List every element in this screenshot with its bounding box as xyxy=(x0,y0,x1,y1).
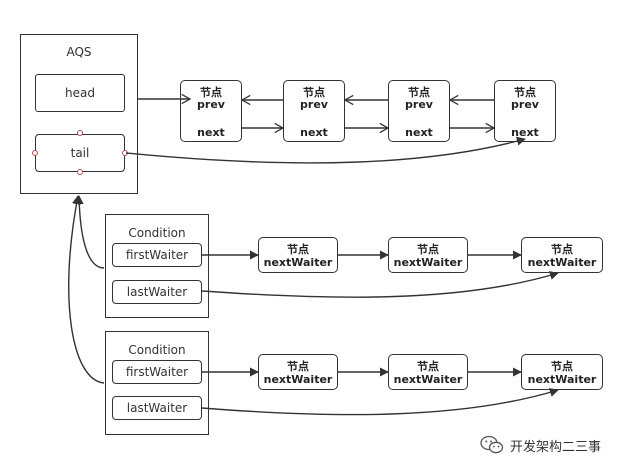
sync-node-title: 节点 xyxy=(514,86,536,99)
condition-node: 节点 nextWaiter xyxy=(521,354,603,390)
condition-title: Condition xyxy=(128,343,186,357)
sync-node: 节点 prev next xyxy=(388,80,450,142)
condition-node-field: nextWaiter xyxy=(263,373,333,386)
sync-node-title: 节点 xyxy=(303,86,325,99)
sync-node-next: next xyxy=(197,126,225,139)
condition-node: 节点 nextWaiter xyxy=(258,354,338,390)
aqs-tail-field: tail xyxy=(35,134,125,172)
watermark-text: 开发架构二三事 xyxy=(510,439,602,455)
wechat-icon xyxy=(480,435,504,454)
first-waiter-field: firstWaiter xyxy=(112,243,202,267)
condition-node-title: 节点 xyxy=(551,360,573,373)
sync-node-prev: prev xyxy=(511,98,539,111)
condition-node-title: 节点 xyxy=(417,360,439,373)
sync-node-next: next xyxy=(300,126,328,139)
first-waiter-field: firstWaiter xyxy=(112,360,202,384)
sync-node: 节点 prev next xyxy=(283,80,345,142)
condition-node-field: nextWaiter xyxy=(263,256,333,269)
tail-handle-top xyxy=(77,130,83,136)
condition-node-field: nextWaiter xyxy=(527,373,597,386)
condition-node: 节点 nextWaiter xyxy=(388,354,468,390)
condition-node-title: 节点 xyxy=(417,243,439,256)
sync-node-next: next xyxy=(511,126,539,139)
condition-to-aqs-arrow xyxy=(74,195,105,269)
condition-node-field: nextWaiter xyxy=(393,256,463,269)
sync-node-title: 节点 xyxy=(200,86,222,99)
tail-handle-bottom xyxy=(77,169,83,175)
last-waiter-arrow xyxy=(201,388,559,416)
sync-node-prev: prev xyxy=(405,98,433,111)
sync-node-prev: prev xyxy=(197,98,225,111)
condition-to-aqs-arrow xyxy=(68,195,105,384)
condition-node-title: 节点 xyxy=(287,360,309,373)
watermark: 开发架构二三事 xyxy=(480,434,601,456)
sync-node: 节点 prev next xyxy=(180,80,242,142)
sync-node-next: next xyxy=(405,126,433,139)
condition-node-title: 节点 xyxy=(551,243,573,256)
tail-arrow xyxy=(125,136,526,164)
condition-node-title: 节点 xyxy=(287,243,309,256)
condition-node-field: nextWaiter xyxy=(393,373,463,386)
sync-node-title: 节点 xyxy=(408,86,430,99)
last-waiter-field: lastWaiter xyxy=(112,280,202,304)
aqs-title: AQS xyxy=(66,45,92,59)
condition-title: Condition xyxy=(128,226,186,240)
aqs-head-field: head xyxy=(35,74,125,112)
last-waiter-field: lastWaiter xyxy=(112,396,202,420)
sync-node: 节点 prev next xyxy=(494,80,556,142)
tail-handle-left xyxy=(32,150,38,156)
last-waiter-arrow xyxy=(201,271,559,298)
condition-node: 节点 nextWaiter xyxy=(521,237,603,273)
sync-node-prev: prev xyxy=(300,98,328,111)
condition-node-field: nextWaiter xyxy=(527,256,597,269)
